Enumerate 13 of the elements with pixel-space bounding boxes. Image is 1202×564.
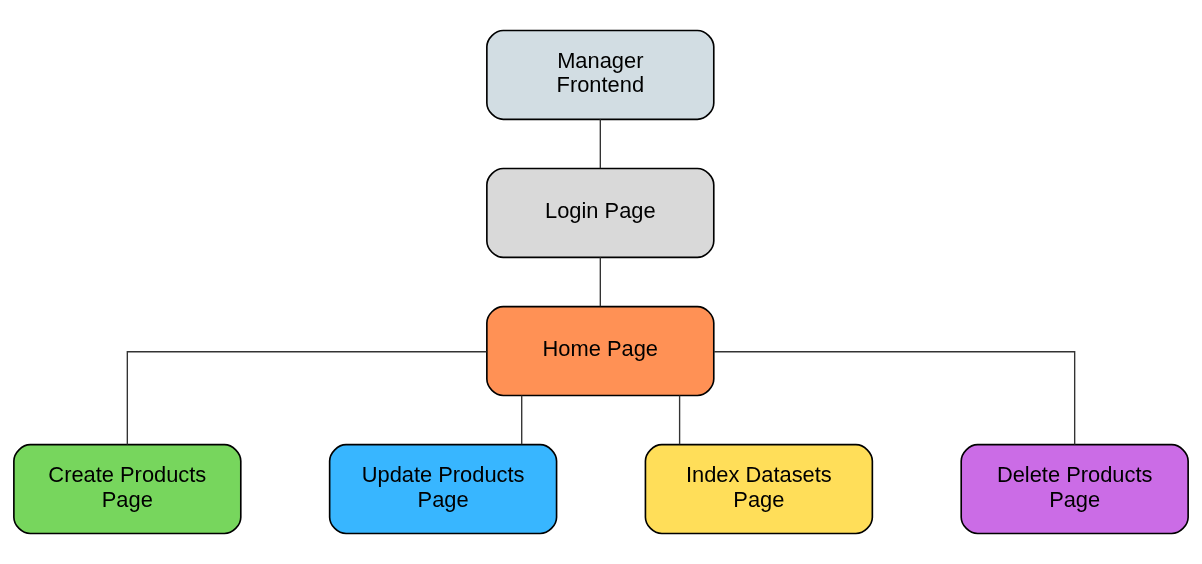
connector bbox=[713, 351, 1076, 446]
node-box: Home Page bbox=[486, 305, 715, 397]
connector bbox=[521, 394, 523, 445]
connector bbox=[599, 256, 601, 307]
node-box: Manager Frontend bbox=[486, 29, 715, 121]
connector bbox=[599, 118, 601, 169]
node-box: Create Products Page bbox=[13, 443, 242, 535]
node-box: Index Datasets Page bbox=[644, 443, 874, 535]
connector bbox=[126, 351, 488, 446]
node-box: Login Page bbox=[486, 167, 715, 259]
node-box: Delete Products Page bbox=[960, 443, 1189, 535]
connector bbox=[678, 394, 681, 445]
node-box: Update Products Page bbox=[328, 443, 558, 535]
